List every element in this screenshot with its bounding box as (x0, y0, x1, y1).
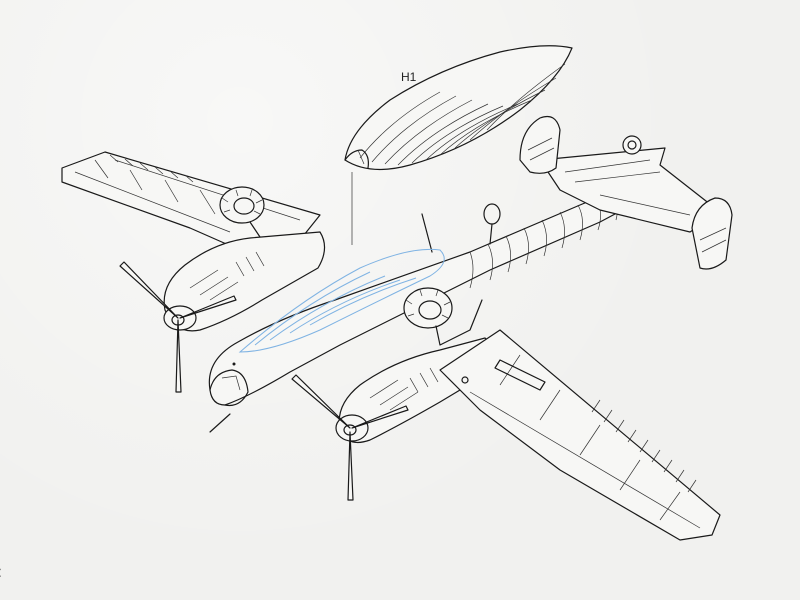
left-main-wheel (219, 186, 265, 249)
part-callout-label: H1 (401, 70, 417, 84)
canopy-part-h1 (344, 45, 573, 171)
page-number: 11 (0, 566, 3, 581)
left-propeller (119, 261, 237, 393)
right-wing (439, 329, 721, 541)
tail-assembly (519, 115, 733, 270)
detail-circle (461, 376, 469, 384)
right-propeller (291, 374, 409, 501)
cockpit-guide-outline (238, 248, 445, 353)
detail-dot (232, 362, 236, 366)
right-main-wheel (403, 287, 483, 346)
